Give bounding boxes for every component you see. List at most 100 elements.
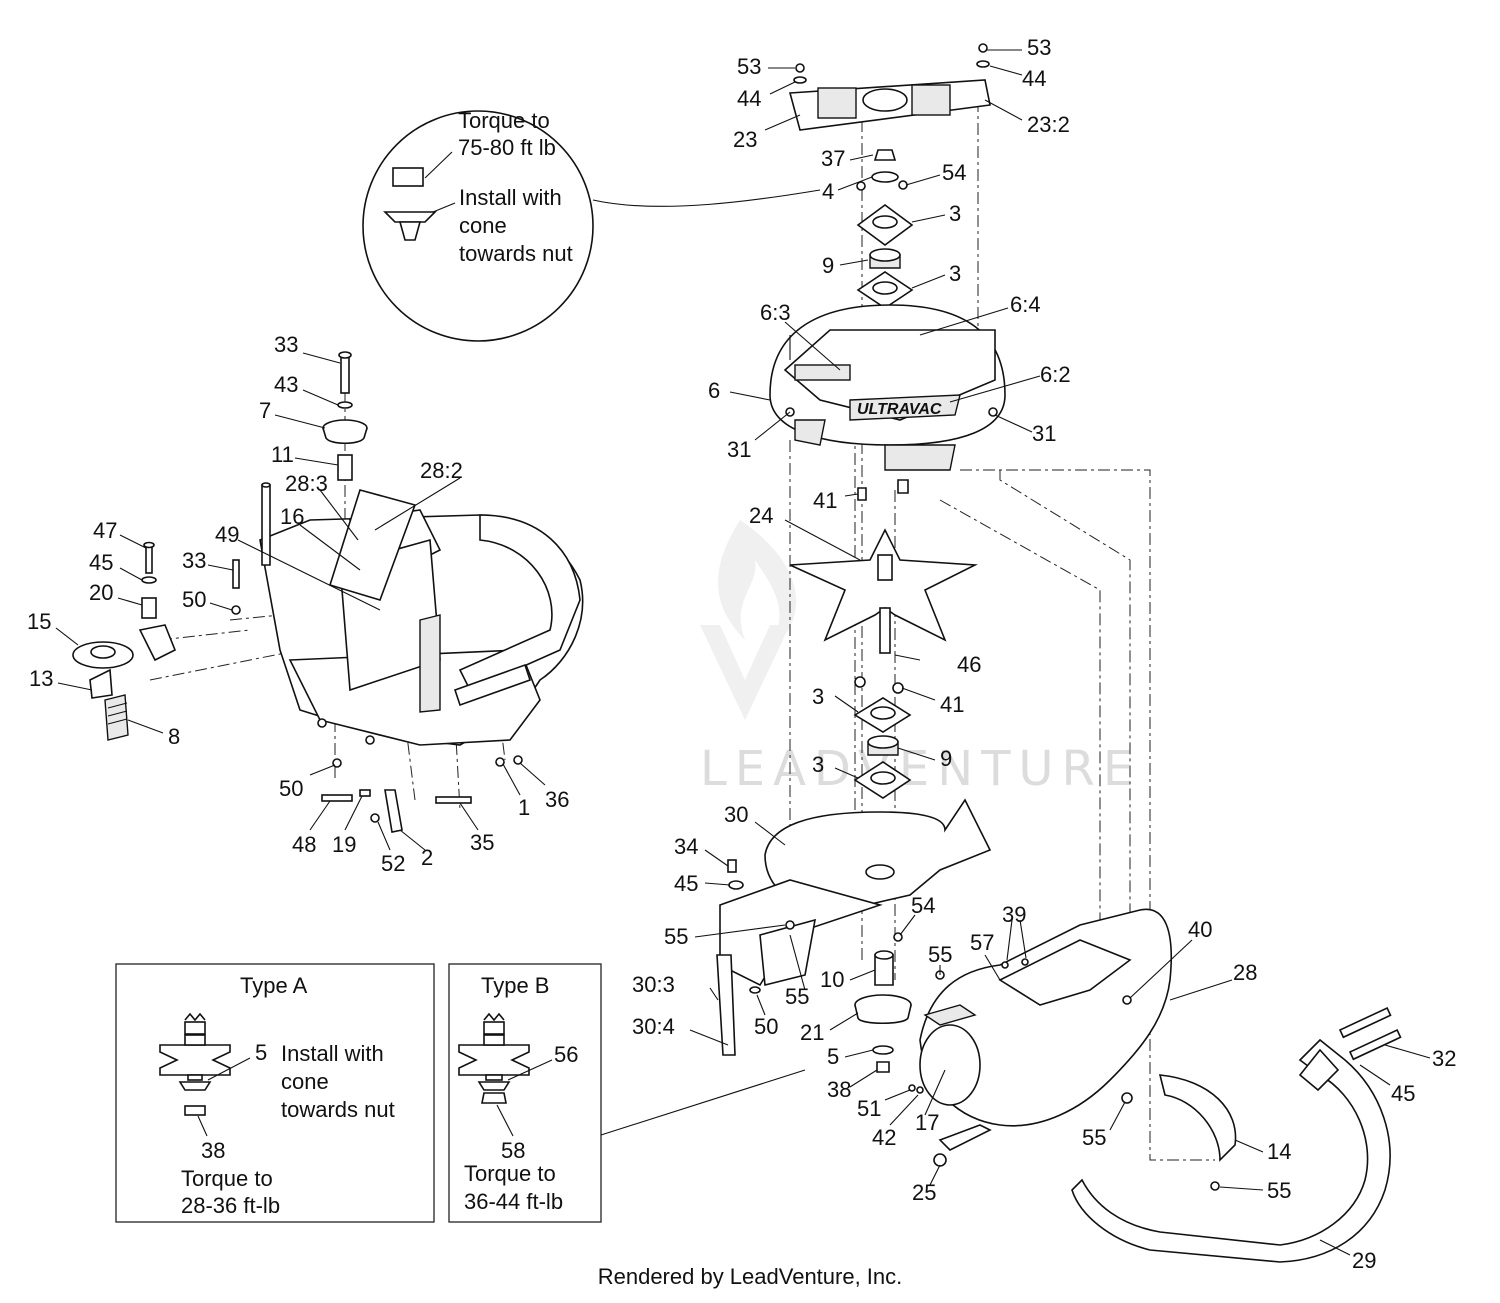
callout-label: 30:4: [632, 1014, 675, 1039]
callout-label: 51: [857, 1096, 881, 1121]
callout-label: 32: [1432, 1046, 1456, 1071]
callout-torque-line2: 75-80 ft lb: [458, 135, 556, 160]
callout-label: 33: [274, 332, 298, 357]
callout-label: 34: [674, 834, 698, 859]
callout-torque-line1: Torque to: [458, 108, 550, 133]
callout-label: 55: [1082, 1125, 1106, 1150]
type-a-title: Type A: [240, 973, 308, 998]
callout-label: 19: [332, 832, 356, 857]
watermark-logo: [700, 520, 797, 720]
ultravac-brand: ULTRAVAC: [857, 401, 942, 418]
upper-housing: ULTRAVAC: [769, 304, 1006, 471]
callout-label: 1: [518, 795, 530, 820]
left-deck-assembly: [259, 482, 584, 746]
type-a-part-5: 5: [255, 1040, 267, 1065]
callout-label: 43: [274, 372, 298, 397]
callout-label: 55: [664, 924, 688, 949]
callout-install-line2: cone: [459, 213, 507, 238]
callout-label: 52: [381, 851, 405, 876]
type-box-leader: [600, 1069, 806, 1136]
detail-callout: [362, 110, 821, 342]
lower-bearing-stack: [853, 676, 912, 799]
callout-label: 41: [813, 488, 837, 513]
handle-bar: [1071, 1006, 1402, 1263]
callout-label: 50: [279, 776, 303, 801]
callout-label: 37: [821, 146, 845, 171]
callout-label: 53: [737, 54, 761, 79]
callout-label: 35: [470, 830, 494, 855]
callout-label: 44: [737, 86, 761, 111]
callout-install-line3: towards nut: [459, 241, 573, 266]
callout-label: 38: [827, 1077, 851, 1102]
type-a-install-line3: towards nut: [281, 1097, 395, 1122]
callout-label: 55: [785, 984, 809, 1009]
callout-label: 54: [911, 893, 935, 918]
callout-label: 3: [949, 201, 961, 226]
callout-label: 9: [822, 253, 834, 278]
impeller: [789, 528, 978, 661]
callout-label: 41: [940, 692, 964, 717]
callout-label: 31: [1032, 421, 1056, 446]
callout-label: 31: [727, 437, 751, 462]
callout-label: 53: [1027, 35, 1051, 60]
callout-label: 24: [749, 503, 773, 528]
left-pulley-stack: [322, 351, 368, 481]
type-a-install-line1: Install with: [281, 1041, 384, 1066]
callout-label: 2: [421, 845, 433, 870]
callout-label: 42: [872, 1125, 896, 1150]
left-hardware: [317, 718, 523, 833]
callout-label: 55: [928, 942, 952, 967]
callout-labels: 53 44 53 44 23 23:2 37 4 54 3 9 3 6:3 6:…: [27, 35, 1456, 1273]
type-b-part-58: 58: [501, 1138, 525, 1163]
callout-label: 13: [29, 666, 53, 691]
callout-label: 3: [949, 261, 961, 286]
callout-label: 49: [215, 522, 239, 547]
callout-label: 50: [754, 1014, 778, 1039]
callout-label: 36: [545, 787, 569, 812]
watermark-text: LEADVENTURE: [700, 741, 1141, 797]
callout-label: 6:3: [760, 300, 791, 325]
idler-assembly: [72, 541, 241, 741]
callout-label: 7: [259, 398, 271, 423]
type-b-box: [448, 963, 602, 1223]
callout-label: 15: [27, 609, 51, 634]
callout-label: 9: [940, 746, 952, 771]
callout-label: 6:2: [1040, 362, 1071, 387]
callout-label: 10: [820, 967, 844, 992]
callout-label: 44: [1022, 66, 1046, 91]
bolts-41: [857, 479, 909, 501]
callout-label: 54: [942, 160, 966, 185]
type-b-torque-line2: 36-44 ft-lb: [464, 1189, 563, 1214]
callout-label: 3: [812, 752, 824, 777]
callout-label: 46: [957, 652, 981, 677]
callout-label: 30:3: [632, 972, 675, 997]
callout-label: 8: [168, 724, 180, 749]
type-a-box: [115, 963, 435, 1223]
callout-label: 28: [1233, 960, 1257, 985]
callout-label: 48: [292, 832, 316, 857]
callout-label: 28:2: [420, 458, 463, 483]
type-a-part-38: 38: [201, 1138, 225, 1163]
bracket-14: [1158, 1074, 1237, 1162]
type-a-torque-line2: 28-36 ft-lb: [181, 1193, 280, 1218]
type-a-torque-line1: Torque to: [181, 1166, 273, 1191]
callout-label: 6:4: [1010, 292, 1041, 317]
callout-install-line1: Install with: [459, 185, 562, 210]
callout-label: 45: [674, 871, 698, 896]
callout-label: 39: [1002, 902, 1026, 927]
callout-label: 4: [822, 179, 834, 204]
callout-label: 14: [1267, 1139, 1291, 1164]
callout-label: 23: [733, 127, 757, 152]
callout-label: 33: [182, 548, 206, 573]
callout-label: 21: [800, 1020, 824, 1045]
callout-label: 40: [1188, 917, 1212, 942]
callout-label: 25: [912, 1180, 936, 1205]
callout-label: 45: [1391, 1081, 1415, 1106]
callout-label: 50: [182, 587, 206, 612]
leader-lines: [55, 49, 1431, 1256]
callout-label: 11: [271, 442, 294, 467]
callout-label: 57: [970, 930, 994, 955]
callout-label: 16: [280, 504, 304, 529]
type-b-part-56: 56: [554, 1042, 578, 1067]
